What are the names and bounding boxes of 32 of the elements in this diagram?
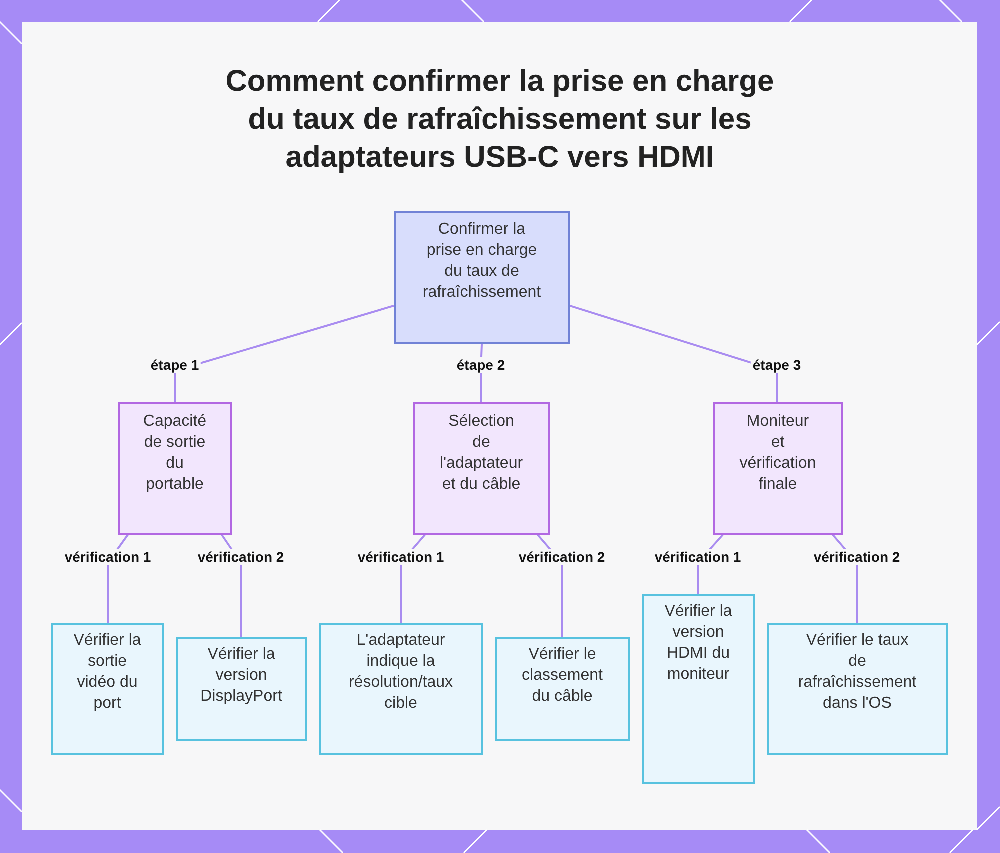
node-text: L'adaptateur indique la résolution/taux cible xyxy=(348,631,454,714)
edge-label: vérification 2 xyxy=(812,549,902,565)
title: Comment confirmer la prise en charge du taux de rafraîchissement sur les adaptateurs USB-C vers HDMI xyxy=(224,64,776,176)
process-box xyxy=(642,594,755,784)
node-text: Vérifier le taux de rafraîchissement dans l'OS xyxy=(797,631,918,714)
node-text: Moniteur et vérification finale xyxy=(739,412,817,495)
process-box xyxy=(118,402,232,535)
process-box xyxy=(767,623,948,755)
process-box xyxy=(713,402,843,535)
process-box xyxy=(495,637,630,741)
connector-line xyxy=(174,305,394,402)
node-text: Sélection de l'adaptateur et du câble xyxy=(438,412,524,495)
process-box xyxy=(413,402,550,535)
node-text: Vérifier le classement du câble xyxy=(521,645,604,707)
edge-label: étape 3 xyxy=(750,357,804,373)
edge-label: étape 2 xyxy=(454,357,508,373)
edge-label: vérification 1 xyxy=(652,549,744,565)
connector-line xyxy=(570,305,778,402)
process-box xyxy=(394,211,570,344)
edge-label: vérification 2 xyxy=(516,549,608,565)
node-text: Vérifier la version DisplayPort xyxy=(200,645,284,707)
node-text: Capacité de sortie du portable xyxy=(142,412,208,495)
node-text: Vérifier la version HDMI du moniteur xyxy=(664,602,734,685)
process-box xyxy=(51,623,164,755)
edge-label: vérification 2 xyxy=(196,549,286,565)
edge-label: vérification 1 xyxy=(62,549,154,565)
process-box xyxy=(176,637,307,741)
node-text: Confirmer la prise en charge du taux de rafraîchissement xyxy=(422,220,542,303)
edge-label: étape 1 xyxy=(148,357,202,373)
process-box xyxy=(319,623,483,755)
node-text: Vérifier la sortie vidéo du port xyxy=(72,631,142,714)
edge-label: vérification 1 xyxy=(356,549,446,565)
